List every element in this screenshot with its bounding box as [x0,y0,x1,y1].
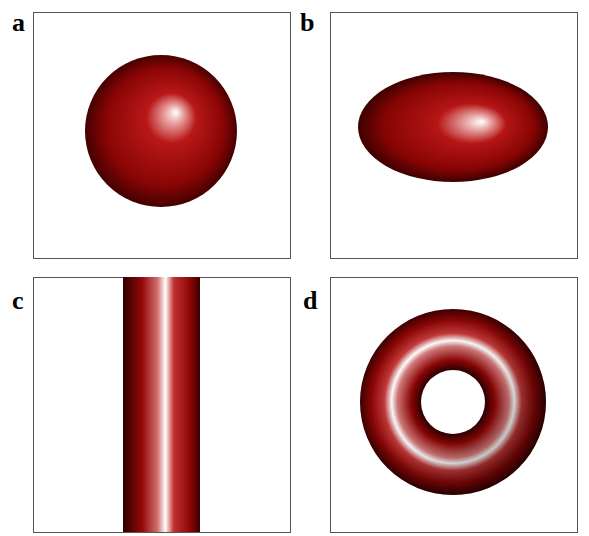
cylinder [123,277,200,532]
ellipsoid [358,72,548,182]
panel-frame [331,278,578,533]
panel-frame [34,278,291,533]
panel-letter: c [12,288,24,314]
torus [360,309,546,495]
panel-frame [34,13,291,259]
panel-letter: a [12,10,25,36]
sphere [85,55,237,207]
panel-letter: d [303,288,317,314]
panel-frame [331,13,578,259]
torus-shading [360,309,546,495]
panel-letter: b [300,10,314,36]
